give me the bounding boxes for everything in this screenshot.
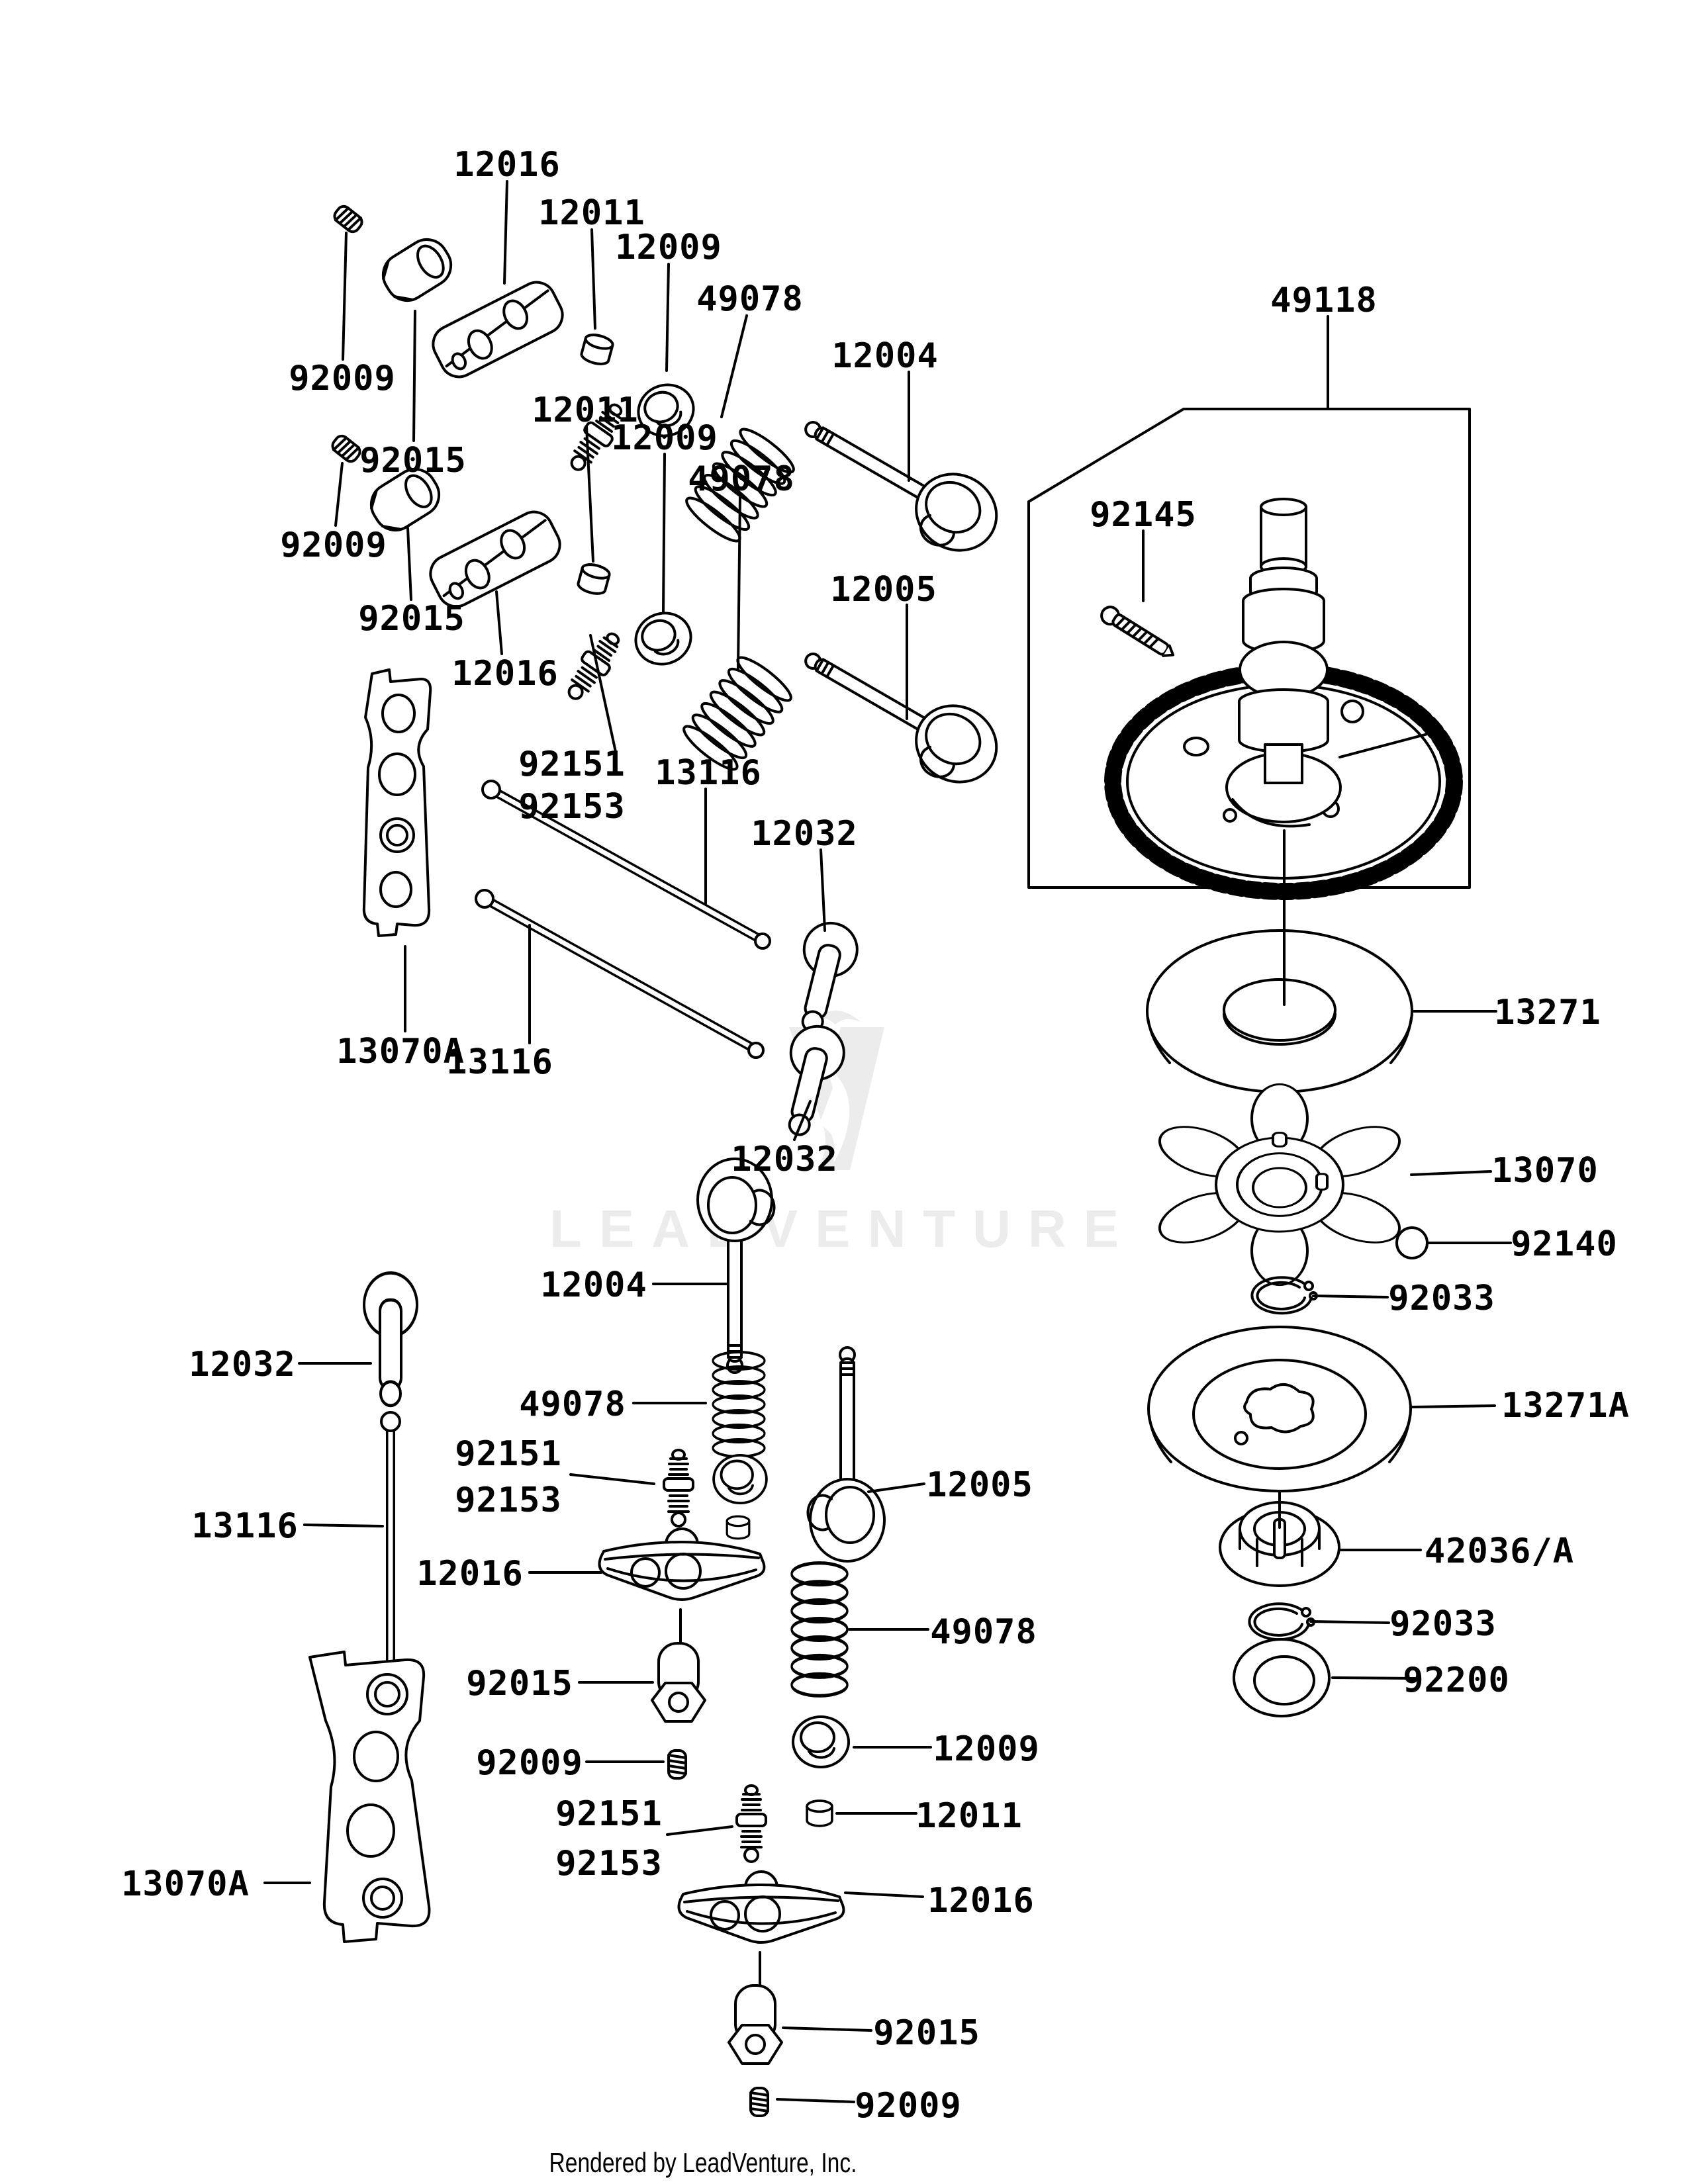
part-label-13271: 13271 <box>1494 993 1601 1032</box>
valve-guide-plate-drawing <box>308 1651 431 1943</box>
part-label-92033: 92033 <box>1389 1604 1497 1644</box>
part-label-92153: 92153 <box>518 787 626 827</box>
valve-lifter-drawing <box>783 916 865 1039</box>
part-label-12009: 12009 <box>933 1729 1040 1769</box>
set-screw-drawing <box>330 202 366 236</box>
rocker-arm-drawing <box>425 274 571 385</box>
part-label-12011: 12011 <box>538 193 645 233</box>
adjusting-screw-drawing <box>735 1784 767 1863</box>
camshaft-spring-pin-drawing <box>1097 602 1179 664</box>
leader-lines <box>263 180 1512 2103</box>
watermark-text: LEADVENTURE <box>549 1199 1136 1258</box>
part-label-12009: 12009 <box>611 418 718 458</box>
part-label-13070A: 13070A <box>121 1864 250 1904</box>
adjusting-screw-drawing <box>663 1449 694 1527</box>
push-rod-drawing <box>379 1411 402 1695</box>
valve-guide-plate-drawing <box>362 668 432 937</box>
part-label-49078: 49078 <box>688 459 795 499</box>
part-label-13271A: 13271A <box>1501 1386 1630 1426</box>
governor-plate-drawing <box>1147 1326 1412 1492</box>
part-label-92151: 92151 <box>455 1434 562 1474</box>
part-label-49078: 49078 <box>930 1612 1037 1652</box>
part-label-92009: 92009 <box>289 359 396 398</box>
part-label-12032: 12032 <box>731 1140 838 1179</box>
part-label-92009: 92009 <box>280 525 387 565</box>
part-label-12009: 12009 <box>615 228 722 267</box>
set-screw-drawing <box>667 1749 687 1780</box>
valve-spring-drawing <box>712 1351 766 1458</box>
part-label-92033: 92033 <box>1388 1279 1495 1318</box>
part-label-92153: 92153 <box>455 1480 562 1520</box>
retainer-cap-drawing <box>806 1799 833 1827</box>
governor-gear-holder-drawing <box>1147 1083 1413 1287</box>
washer-drawing <box>1233 1638 1331 1717</box>
part-label-13116: 13116 <box>191 1506 299 1546</box>
valve-lifter-drawing <box>770 1019 851 1142</box>
part-label-12005: 12005 <box>830 570 937 610</box>
pivot-drawing <box>373 230 461 310</box>
push-rod-drawing <box>481 780 771 950</box>
part-label-42036A: 42036/A <box>1425 1531 1574 1571</box>
part-label-12005: 12005 <box>926 1465 1033 1505</box>
part-label-92015: 92015 <box>358 599 465 639</box>
adjusting-screw-drawing <box>558 625 629 707</box>
part-label-49078: 49078 <box>696 279 804 319</box>
valve-drawing <box>785 392 1012 569</box>
part-label-13070: 13070 <box>1491 1151 1599 1191</box>
part-label-92015: 92015 <box>466 1664 573 1704</box>
part-label-92015: 92015 <box>873 2013 980 2053</box>
camshaft-drawing <box>1238 498 1329 784</box>
snap-ring-drawing <box>1248 1602 1315 1641</box>
valve-drawing <box>785 624 1012 800</box>
part-label-92200: 92200 <box>1403 1661 1510 1700</box>
rocker-arm-drawing <box>422 504 568 615</box>
set-screw-drawing <box>328 432 364 466</box>
part-label-12032: 12032 <box>751 814 858 854</box>
pivot-drawing <box>651 1642 706 1723</box>
part-label-12016: 12016 <box>927 1881 1035 1921</box>
part-label-12004: 12004 <box>831 336 939 376</box>
part-label-12011: 12011 <box>915 1796 1023 1836</box>
part-label-92151: 92151 <box>518 745 626 784</box>
set-screw-drawing <box>749 2087 769 2117</box>
part-label-92009: 92009 <box>476 1743 583 1783</box>
rocker-arm-drawing <box>677 1870 845 1944</box>
valve-drawing <box>806 1346 886 1563</box>
spring-retainer-drawing <box>792 1715 850 1768</box>
part-label-49078: 49078 <box>519 1385 626 1424</box>
valve-drawing <box>696 1158 776 1374</box>
part-label-12016: 12016 <box>416 1554 524 1594</box>
push-rod-drawing <box>475 889 765 1059</box>
part-label-92151: 92151 <box>555 1794 663 1834</box>
part-label-12016: 12016 <box>453 145 561 185</box>
valve-spring-drawing <box>792 1563 847 1696</box>
governor-washer-drawing <box>1146 929 1413 1093</box>
part-label-12011: 12011 <box>532 390 639 430</box>
part-label-92140: 92140 <box>1511 1224 1618 1264</box>
spring-retainer-drawing <box>712 1453 768 1505</box>
part-label-92015: 92015 <box>359 441 467 480</box>
part-label-92153: 92153 <box>555 1844 663 1884</box>
part-label-12004: 12004 <box>540 1265 647 1305</box>
snap-ring-drawing <box>1250 1276 1318 1315</box>
part-labels: 12016 12011 12009 49078 92009 92015 1200… <box>121 145 1630 2126</box>
part-label-92145: 92145 <box>1090 495 1197 535</box>
part-label-13116: 13116 <box>446 1042 553 1082</box>
part-label-12032: 12032 <box>189 1345 296 1385</box>
part-label-12016: 12016 <box>451 654 559 694</box>
valve-lifter-drawing <box>364 1273 417 1405</box>
part-label-13116: 13116 <box>655 753 762 793</box>
footer-credit: Rendered by LeadVenture, Inc. <box>549 2148 857 2179</box>
pivot-drawing <box>727 1984 783 2065</box>
steel-ball-drawing <box>1395 1226 1429 1259</box>
adjuster-nut-drawing <box>575 561 612 598</box>
adjuster-nut-drawing <box>579 331 616 368</box>
retainer-cap-drawing <box>726 1515 751 1540</box>
part-label-13070A: 13070A <box>336 1032 465 1071</box>
spring-retainer-drawing <box>627 604 700 674</box>
part-label-92009: 92009 <box>855 2086 962 2126</box>
part-label-49118: 49118 <box>1270 281 1378 320</box>
